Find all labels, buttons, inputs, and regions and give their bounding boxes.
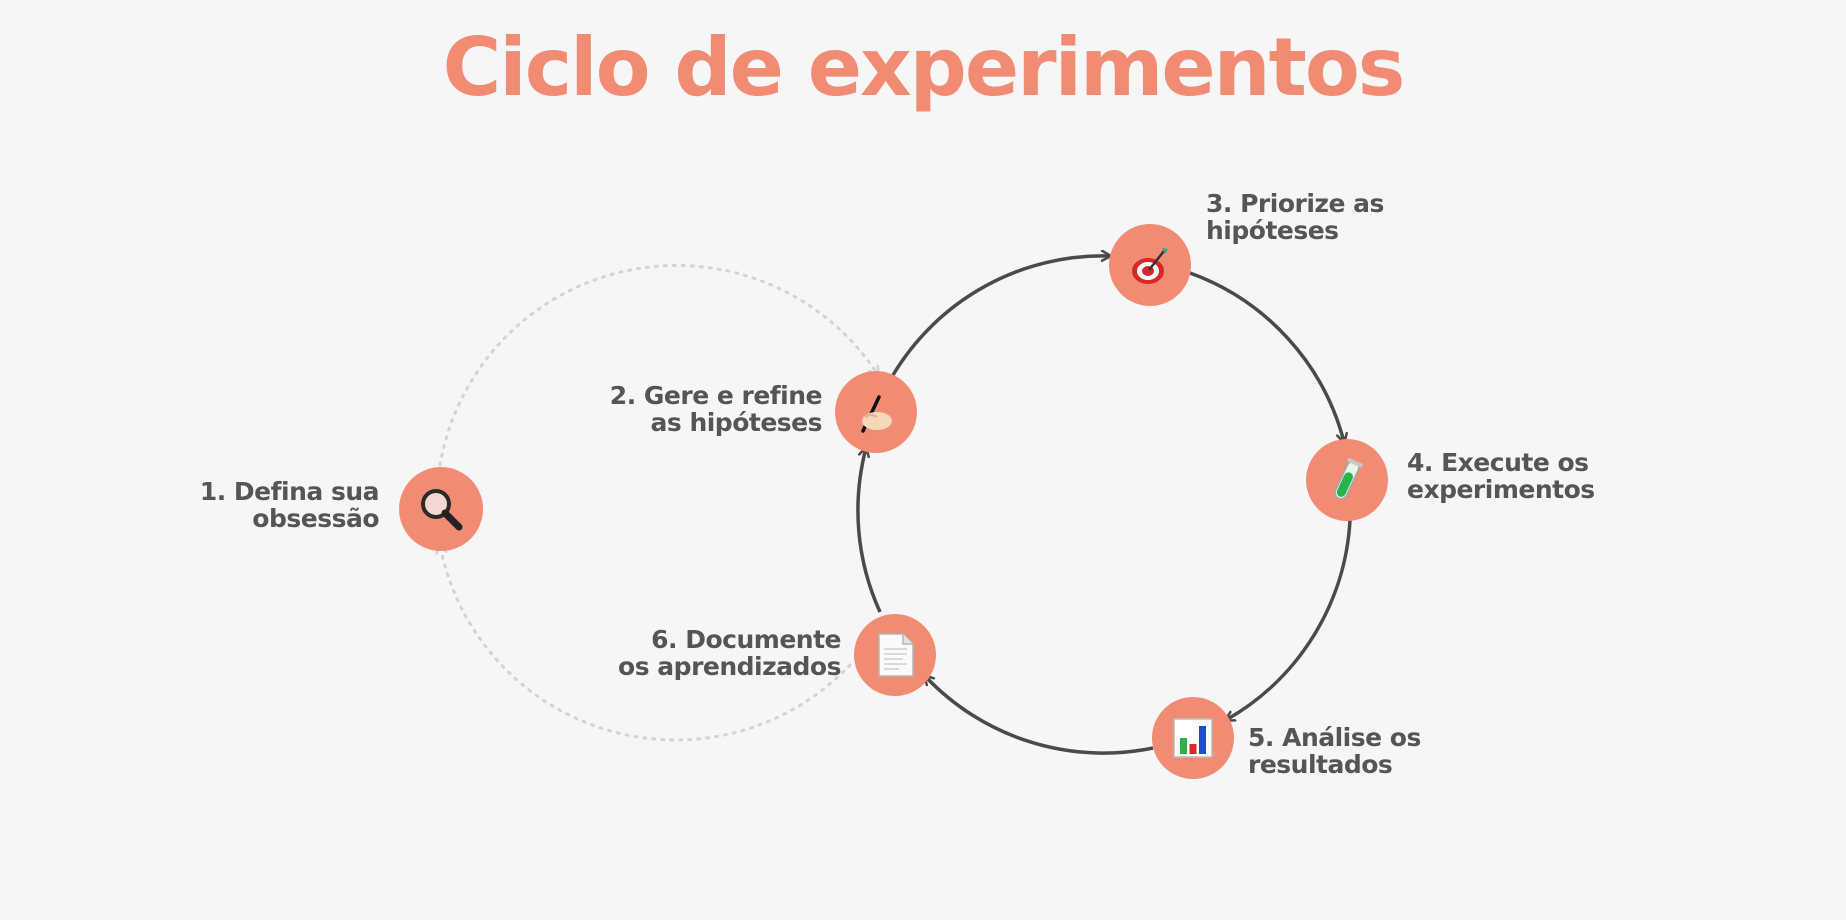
dotted-arc-from-step-6 — [440, 545, 852, 742]
page-title: Ciclo de experimentos — [442, 21, 1406, 114]
dotted-arc-to-step-2 — [438, 264, 878, 467]
step-4-node — [1306, 439, 1388, 521]
test-tube-icon — [1323, 456, 1371, 504]
step-6-label: 6. Documente os aprendizados — [618, 625, 841, 681]
step-1-node — [399, 467, 483, 551]
bar-chart-icon — [1171, 716, 1215, 760]
arrow-3-to-4 — [1189, 271, 1344, 442]
step-1-label: 1. Defina sua obsessão — [199, 477, 380, 533]
arrow-4-to-5 — [1226, 519, 1352, 720]
step-3-node — [1109, 224, 1191, 306]
step-2-node — [835, 371, 917, 453]
step-5-label: 5. Análise os resultados — [1248, 723, 1421, 779]
step-2-label: 2. Gere e refine as hipóteses — [609, 381, 823, 437]
magnifying-glass-icon — [417, 485, 465, 533]
step-5-node — [1152, 697, 1234, 779]
arrow-2-to-3 — [891, 256, 1110, 376]
document-icon — [873, 631, 917, 679]
step-3-label: 3. Priorize as hipóteses — [1206, 189, 1384, 245]
writing-hand-icon — [851, 387, 901, 437]
arrow-6-to-2 — [856, 448, 882, 613]
arrow-5-to-6 — [925, 676, 1154, 755]
step-4-label: 4. Execute os experimentos — [1407, 448, 1595, 504]
step-6-node — [854, 614, 936, 696]
target-icon — [1126, 241, 1174, 289]
